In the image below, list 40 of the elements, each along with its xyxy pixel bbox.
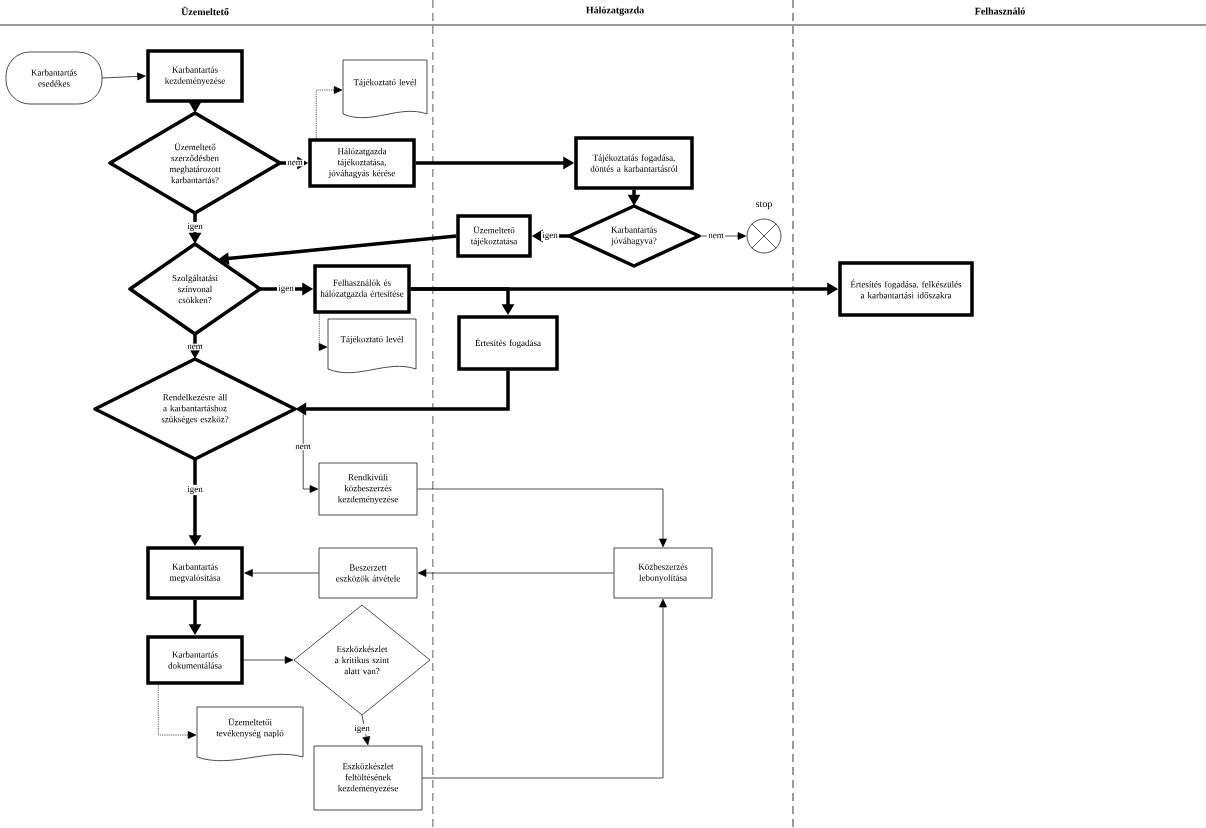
arrow [318, 313, 328, 351]
process-box: Tájékoztatás fogadása, döntés a karbantartásról [574, 136, 694, 190]
process-box: Rendkívüli közbeszerzés kezdeményezése [318, 462, 418, 516]
lane-header: Felhasználó [974, 7, 1025, 15]
stop-label: stop [756, 201, 772, 210]
process-box: Beszerzett eszközök átvétele [318, 547, 418, 599]
process-box: Értesítés fogadása, felkészülés a karbantartási időszakra [838, 261, 974, 317]
edge-label: igen [541, 230, 559, 242]
start-terminal: Karbantartás esedékes [5, 51, 103, 105]
lane-header: Üzemeltető [181, 6, 229, 16]
process-box: Karbantartás megvalósítása [146, 546, 244, 600]
arrow [698, 232, 747, 240]
arrow [244, 569, 319, 577]
edge-label: nem [707, 232, 725, 240]
process-box: Üzemeltető tájékoztatása [456, 214, 532, 258]
edge-label: igen [277, 283, 295, 295]
arrow [361, 714, 371, 746]
process-box: Karbantartás kezdeményezése [146, 49, 244, 103]
arrow [315, 86, 343, 139]
arrow [294, 408, 319, 493]
process-box: Hálózatgazda tájékoztatása, jóváhagyás kérése [308, 138, 416, 188]
arrow [102, 72, 146, 81]
edge-label: nem [186, 343, 204, 351]
process-box: Értesítés fogadása [457, 315, 559, 371]
arrow [422, 598, 667, 779]
arrow [417, 569, 614, 577]
edge-label: igen [186, 484, 204, 496]
process-box: Eszközkészlet feltöltésének kezdeményezése [313, 745, 423, 811]
edge-label: nem [294, 443, 312, 451]
arrow [157, 684, 197, 739]
arrow [243, 656, 294, 664]
process-box: Karbantartás dokumentálása [146, 635, 244, 685]
arrow [417, 488, 667, 548]
edge-label: igen [353, 723, 371, 735]
edge-label: igen [186, 221, 204, 233]
stop-symbol [746, 218, 782, 254]
edge-label: nem [286, 159, 304, 167]
process-box: Közbeszerzés lebonyolítása [613, 547, 713, 599]
process-box: Felhasználók és hálózatgazda értesítése [313, 264, 411, 314]
lane-header: Hálózatgazda [586, 6, 644, 16]
